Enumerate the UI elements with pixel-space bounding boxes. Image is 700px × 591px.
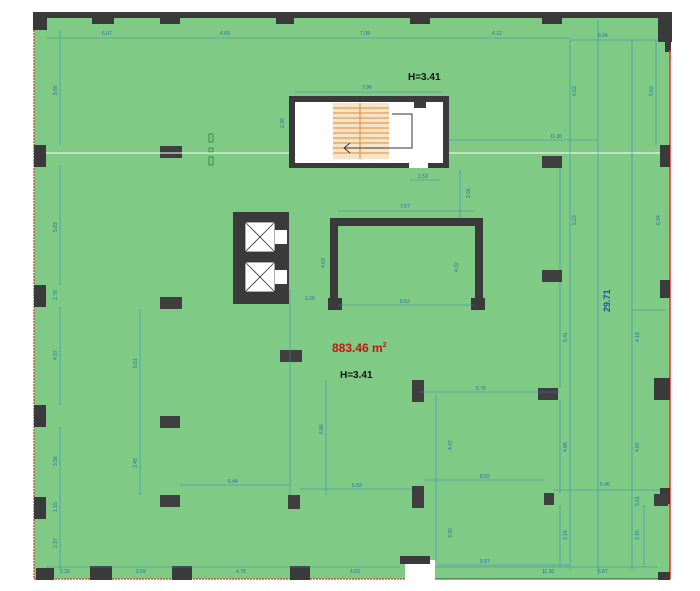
dim-core-top: 7.67 [400,204,410,210]
dim-left-5: 3.56 [53,456,59,466]
dim-top-5: 6.34 [598,33,608,39]
dim-core-right: 4.32 [454,262,460,272]
outer-walls [33,12,672,580]
dim-inner-6: 5.78 [476,386,486,392]
dim-stair-width: 7.96 [362,85,372,91]
main-height-label: H=3.41 [340,370,373,381]
dim-core-left: 4.63 [321,258,327,268]
dim-inner-1: 5.51 [133,358,139,368]
dim-stair-long: 11.30 [550,134,562,140]
dim-left-7: 2.37 [53,538,59,548]
stair-treads [333,103,413,159]
elevator-shafts [233,212,289,304]
dim-bottom-2: 3.59 [136,569,146,575]
area-label: 883.46 m2 [332,341,387,355]
dim-inner-17: 5.46 [600,482,610,488]
dim-inner-5: 5.93 [352,483,362,489]
dim-inner-9: 4.85 [563,442,569,452]
dim-inner-12: 5.41 [563,332,569,342]
door-markers [208,133,214,166]
dim-bottom-3: 4.75 [236,569,246,575]
dimensions-left: 5.66 5.83 1.76 4.57 3.56 1.15 2.37 [53,85,59,548]
dim-left-1: 5.66 [53,85,59,95]
dim-inner-8: 8.52 [480,474,490,480]
dim-core-small: 2.20 [305,296,315,302]
dim-inner-13: 5.23 [572,215,578,225]
dim-bottom-7: 6.87 [598,569,608,575]
dim-bottom-4: 4.63 [350,569,360,575]
stair-core [289,96,449,168]
dim-stair-gap: 2.66 [466,188,472,198]
dim-inner-19: 3.15 [635,530,641,540]
dim-inner-11: 3.16 [563,530,569,540]
dim-top-2: 4.69 [220,31,230,37]
dim-bottom-6: 11.30 [542,569,554,575]
dim-inner-4: 6.86 [319,424,325,434]
dim-core-bottom: 6.62 [400,299,410,305]
dim-inner-7: 4.47 [448,440,454,450]
dim-top-3: 7.09 [360,31,370,37]
dim-left-4: 4.57 [53,350,59,360]
dimensions-inner: 5.51 3.45 5.44 6.86 5.93 5.78 4.47 8.52 … [133,86,662,540]
dimensions-stair: 7.96 2.36 1.53 2.66 11.30 [280,85,562,198]
dim-inner-15: 4.18 [635,332,641,342]
dim-left-6: 1.15 [53,502,59,512]
dim-top-1: 5.07 [102,31,112,37]
dim-stair-height: 2.36 [280,118,286,128]
core-shaft [328,218,485,310]
columns [160,146,668,509]
area-superscript: 2 [383,342,387,349]
stair-height-label: H=3.41 [408,72,441,83]
dim-left-3: 1.76 [53,290,59,300]
dim-inner-18: 5.51 [635,496,641,506]
overall-height-dim: 29.71 [602,289,612,312]
dim-bottom-1: 2.29 [60,569,70,575]
dim-inner-20: 5.62 [649,86,655,96]
area-value: 883.46 m [332,341,383,355]
dimension-lines [46,20,666,575]
dim-bottom-5: 5.97 [480,559,490,565]
dim-inner-16: 4.82 [635,442,641,452]
dim-inner-3: 5.44 [228,479,238,485]
dim-inner-14: 6.62 [572,86,578,96]
dimensions-bottom: 2.29 3.59 4.75 4.63 5.97 11.30 6.87 [60,559,608,575]
dim-inner-10: 3.30 [448,528,454,538]
dim-stair-door: 1.53 [418,174,428,180]
dim-inner-2: 3.45 [133,458,139,468]
dimensions-core: 7.67 4.63 4.32 2.20 6.62 [305,204,460,305]
dimensions-top: 5.07 4.69 7.09 4.12 6.34 [102,31,608,39]
dim-inner-21: 6.34 [656,215,662,225]
dim-left-2: 5.83 [53,222,59,232]
dim-top-4: 4.12 [492,31,502,37]
